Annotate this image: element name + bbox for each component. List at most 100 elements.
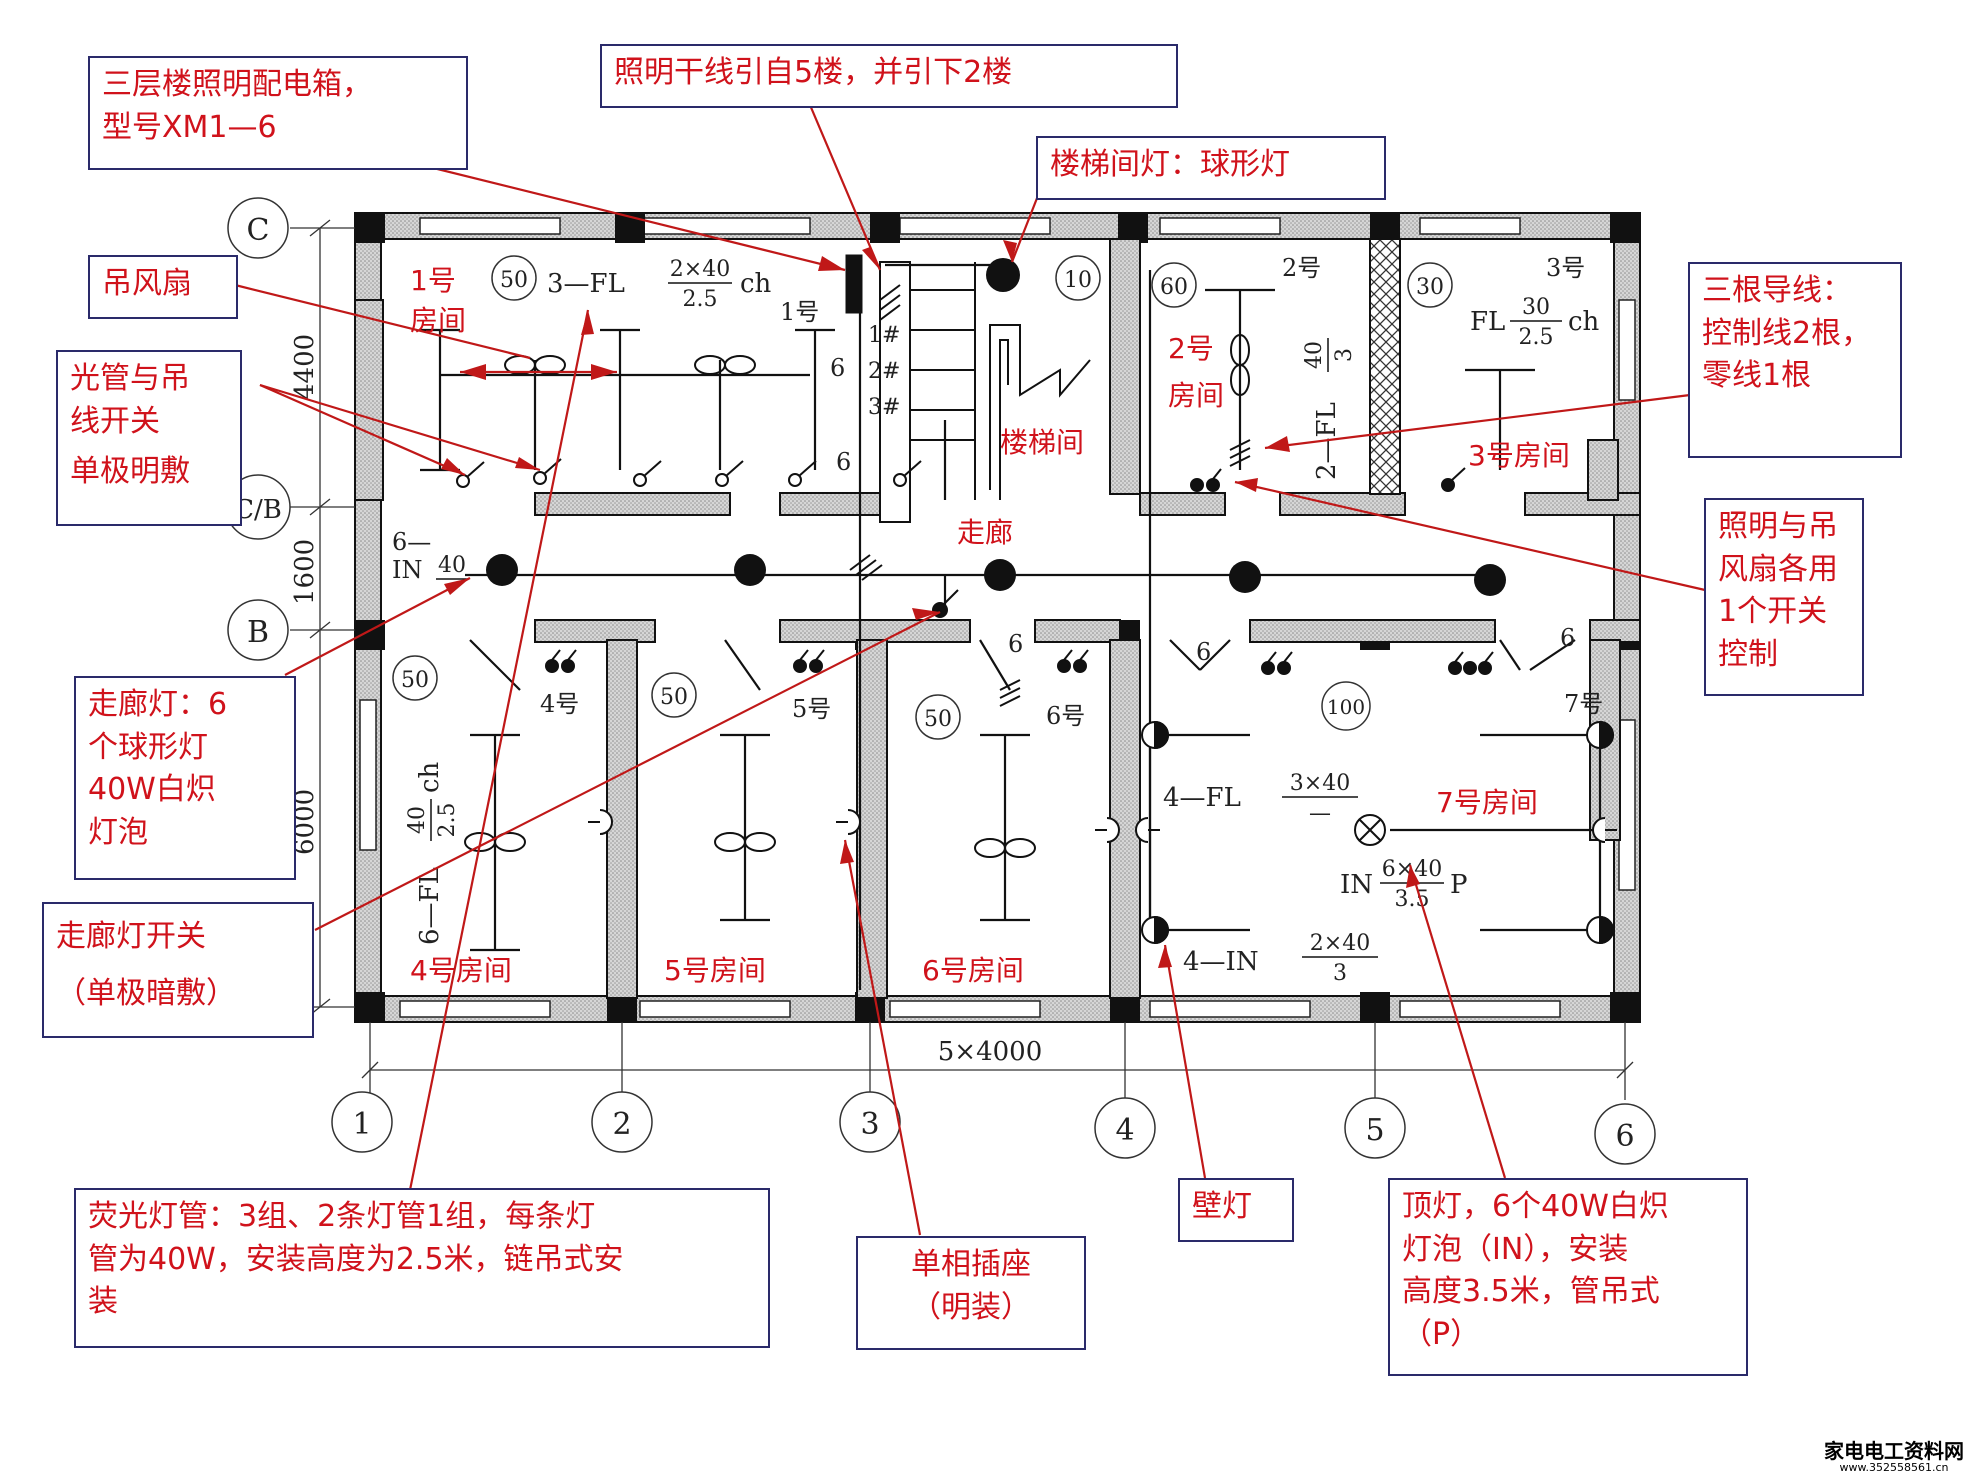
- axis-1: 1: [331, 1091, 393, 1153]
- globe-lamp-icon: [486, 554, 518, 586]
- capacity-circle: 50: [915, 694, 961, 740]
- stair-label: 楼梯间: [1000, 426, 1084, 459]
- svg-text:3—FL: 3—FL: [547, 269, 625, 299]
- svg-text:40: 40: [1302, 341, 1327, 369]
- room-5-label: 5号房间: [664, 954, 766, 987]
- corridor-label: 走廊: [957, 516, 1013, 549]
- wire-count-label: 6: [1560, 624, 1575, 652]
- svg-text:C: C: [247, 213, 270, 248]
- wiring: [420, 263, 1602, 990]
- svg-text:—: —: [1309, 801, 1331, 826]
- callout-line: 壁灯: [1192, 1189, 1252, 1224]
- svg-text:4—FL: 4—FL: [1163, 783, 1241, 813]
- svg-text:10: 10: [1064, 268, 1092, 293]
- corridor-formula-prefix: 6—: [392, 528, 431, 556]
- callout-line: 走廊灯开关: [56, 919, 206, 954]
- callout-corridor-light: 走廊灯：6 个球形灯 40W白炽 灯泡: [74, 676, 296, 880]
- formula-room7-wall: 4—IN 2×40 3: [1183, 931, 1378, 986]
- formula-room1: 3—FL 2×40 2.5 ch: [547, 257, 772, 312]
- callout-line: 照明与吊: [1718, 509, 1838, 544]
- globe-lamp-icon: [984, 559, 1016, 591]
- svg-text:3: 3: [860, 1107, 879, 1142]
- capacity-circle: 50: [491, 255, 537, 301]
- formula-room3: FL 30 2.5 ch: [1470, 295, 1600, 350]
- fan-icon-room6: [974, 838, 1036, 858]
- svg-text:4: 4: [1115, 1113, 1134, 1148]
- callout-distribution-box: 三层楼照明配电箱， 型号XM1—6: [88, 56, 468, 170]
- callout-line: 1个开关: [1718, 594, 1828, 630]
- callout-line: 高度3.5米，管吊式: [1402, 1274, 1660, 1310]
- switch-icon: [715, 460, 744, 487]
- switches: [456, 458, 959, 618]
- svg-text:FL: FL: [1470, 307, 1505, 337]
- svg-text:3: 3: [1332, 348, 1357, 362]
- switch-tag-4: 4号: [540, 690, 579, 718]
- svg-text:IN: IN: [1340, 870, 1373, 900]
- svg-text:6: 6: [1615, 1119, 1634, 1154]
- fixture-formulas: 3—FL 2×40 2.5 ch FL 30 2.5 ch 2—FL 40 3 …: [405, 257, 1600, 986]
- switch-tag-7: 7号: [1564, 690, 1603, 718]
- formula-room4: 6—FL 40 2.5 ch: [405, 761, 460, 945]
- callout-line: 40W白炽: [88, 772, 216, 808]
- ceiling-lamp-icon: [1354, 814, 1386, 846]
- callout-corridor-switch: 走廊灯开关 （单极暗敷）: [42, 902, 314, 1038]
- callout-line: 型号XM1—6: [102, 109, 277, 145]
- building-walls: [354, 212, 1641, 1023]
- svg-text:50: 50: [401, 668, 429, 693]
- distribution-box-icon: [845, 254, 863, 314]
- svg-text:50: 50: [924, 707, 952, 732]
- dual-switch-icon: [1190, 468, 1222, 492]
- svg-text:2: 2: [612, 1107, 631, 1142]
- svg-text:P: P: [1450, 870, 1468, 900]
- switch-icon: [1441, 467, 1466, 492]
- switch-icon: [788, 460, 817, 487]
- fan-icon-room4: [464, 832, 526, 852]
- axis-2: 2: [591, 1091, 653, 1153]
- callout-line: 控制: [1718, 636, 1778, 672]
- columns: [355, 213, 1640, 1022]
- callout-line: 风扇各用: [1718, 551, 1838, 587]
- callout-line: 单极明敷: [70, 454, 190, 490]
- windows: [359, 217, 1636, 1018]
- wall-lamp-icon: [1141, 720, 1169, 750]
- socket-icon: [588, 809, 613, 835]
- axis-3: 3: [839, 1091, 901, 1153]
- dimension-4400: 4400: [290, 334, 320, 400]
- fan-icon-room2: [1230, 334, 1250, 396]
- sockets: [588, 809, 1617, 843]
- axis-lines: [290, 219, 1634, 1100]
- wire-count-label: 6: [830, 354, 845, 382]
- room-1-number: 1号: [410, 264, 456, 297]
- svg-text:2.5: 2.5: [683, 287, 718, 312]
- callout-line: 顶灯，6个40W白炽: [1402, 1189, 1669, 1224]
- globe-lamp-icon: [1229, 561, 1261, 593]
- callout-top-lamp: 顶灯，6个40W白炽 灯泡（IN），安装 高度3.5米，管吊式 （P）: [1388, 1178, 1748, 1376]
- wall-lamp-icon: [1586, 915, 1614, 945]
- callout-leaders: [234, 104, 1706, 1236]
- switch-icon: [456, 461, 485, 488]
- callout-line: 吊风扇: [102, 266, 192, 301]
- switch-tag-6: 6号: [1046, 702, 1085, 730]
- svg-text:30: 30: [1522, 295, 1550, 320]
- wire-count-label: 6: [1008, 630, 1023, 658]
- stair-switch-1: 1#: [868, 323, 900, 348]
- callout-line: （P）: [1402, 1316, 1481, 1352]
- axis-6: 6: [1594, 1103, 1656, 1165]
- socket-icon: [1592, 817, 1617, 843]
- axis-4: 4: [1094, 1097, 1156, 1159]
- callout-line: 荧光灯管：3组、2条灯管1组，每条灯: [88, 1199, 596, 1234]
- callout-line: （明装）: [911, 1289, 1031, 1325]
- room-7-label: 7号房间: [1436, 786, 1538, 819]
- callout-each-switch: 照明与吊 风扇各用 1个开关 控制: [1704, 498, 1864, 696]
- callout-trunk-line: 照明干线引自5楼，并引下2楼: [600, 44, 1178, 108]
- callout-line: 控制线2根，: [1702, 315, 1872, 351]
- wire-count-label: 6: [1196, 638, 1211, 666]
- callout-line: 个球形灯: [88, 729, 208, 765]
- dual-switch-icon: [793, 649, 825, 673]
- svg-text:3: 3: [1333, 961, 1347, 986]
- callout-three-wires: 三根导线： 控制线2根， 零线1根: [1688, 262, 1902, 458]
- staircase: [879, 261, 1091, 523]
- wall-lamps: [1141, 720, 1614, 945]
- axis-b: B: [227, 599, 289, 661]
- callout-line: 楼梯间灯：球形灯: [1050, 147, 1290, 182]
